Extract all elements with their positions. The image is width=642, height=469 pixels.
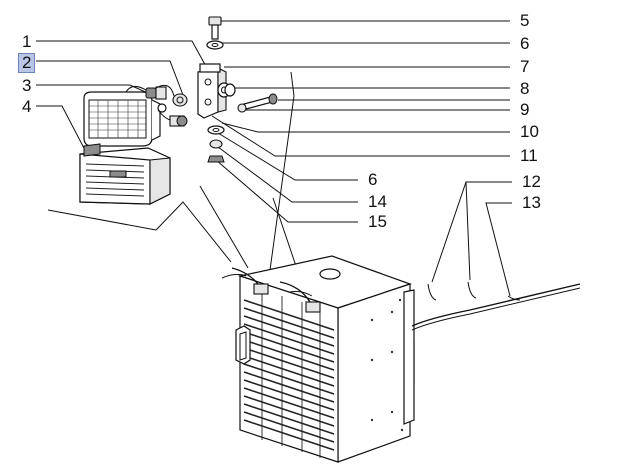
callout-7: 7 xyxy=(520,57,530,76)
grille-unit xyxy=(221,255,415,463)
callout-14: 14 xyxy=(368,192,387,211)
callout-9: 9 xyxy=(520,100,530,119)
callout-6-lower: 6 xyxy=(368,170,378,189)
lamp-housing xyxy=(79,143,171,205)
callout-5: 5 xyxy=(520,11,530,30)
mounting-bracket xyxy=(197,63,227,119)
lamp-connectors xyxy=(125,84,188,127)
wiring-harness xyxy=(411,281,581,331)
callout-4: 4 xyxy=(22,97,32,116)
callout-3: 3 xyxy=(22,76,32,95)
callout-2[interactable]: 2 xyxy=(18,53,36,73)
callout-10: 10 xyxy=(520,122,539,141)
callout-8: 8 xyxy=(520,79,530,98)
callout-13: 13 xyxy=(522,193,541,212)
callout-6-upper: 6 xyxy=(520,34,530,53)
work-lamp xyxy=(83,91,161,147)
callout-12: 12 xyxy=(522,172,541,191)
grille-slats xyxy=(243,299,335,451)
callout-1: 1 xyxy=(22,32,32,51)
callout-11: 11 xyxy=(520,146,538,165)
bolt-and-washers xyxy=(206,16,278,163)
leader-lines xyxy=(36,20,512,297)
callout-15: 15 xyxy=(368,212,387,231)
